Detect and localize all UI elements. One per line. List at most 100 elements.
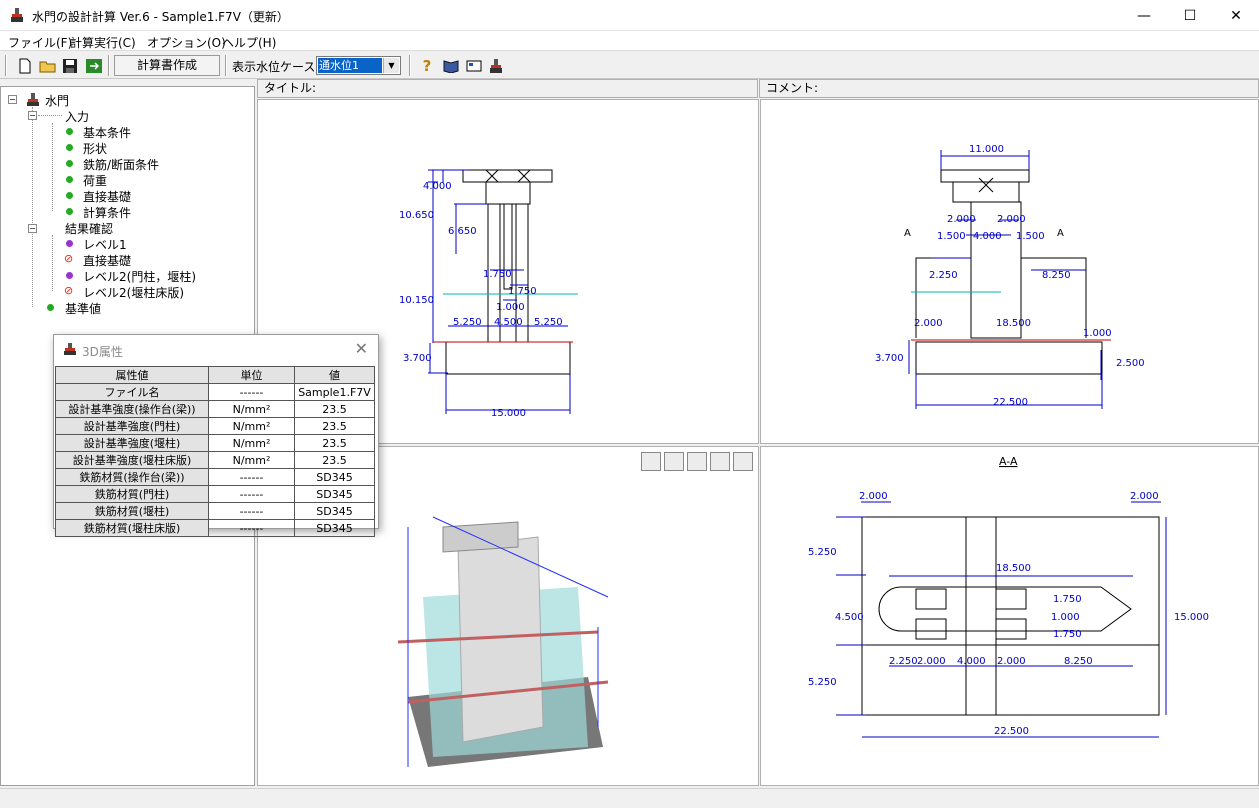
- table-row: ファイル名------Sample1.F7V: [55, 383, 375, 401]
- water-level-label: 表示水位ケース: [232, 60, 316, 74]
- dim-label: 4.000: [423, 181, 452, 192]
- tree-item-foundation[interactable]: 直接基礎: [83, 190, 132, 204]
- app-icon: [11, 8, 23, 22]
- close-button[interactable]: ✕: [1230, 7, 1242, 24]
- table-row: 鉄筋材質(堰柱床版)------SD345: [55, 519, 375, 537]
- attr-value[interactable]: SD345: [294, 468, 375, 486]
- tree-item-calc-cond[interactable]: 計算条件: [83, 206, 132, 220]
- attr-unit: ------: [208, 502, 295, 520]
- attr-value[interactable]: SD345: [294, 485, 375, 503]
- tree-input[interactable]: 入力: [65, 110, 90, 124]
- dim-label: 1.750: [508, 286, 537, 297]
- maximize-button[interactable]: ☐: [1183, 7, 1197, 24]
- dim-label: 22.500: [993, 397, 1028, 408]
- tree-item-basic[interactable]: 基本条件: [83, 126, 132, 140]
- column-header: 単位: [208, 366, 295, 384]
- manual-book-icon[interactable]: [442, 55, 460, 76]
- attr-unit: ------: [208, 383, 295, 401]
- tree-line: [38, 115, 62, 116]
- view-cube-icon[interactable]: [664, 452, 684, 471]
- attr-unit: ------: [208, 468, 295, 486]
- menu-bar: ファイル(F) 計算実行(C) オプション(O) ヘルプ(H): [0, 31, 1259, 51]
- dim-label: 2.000: [997, 214, 1026, 225]
- attr-name: 設計基準強度(門柱): [55, 417, 209, 435]
- attr-value[interactable]: 23.5: [294, 434, 375, 452]
- attribute-table: 属性値 単位 値 ファイル名------Sample1.F7V 設計基準強度(操…: [55, 366, 375, 537]
- table-row: 鉄筋材質(操作台(梁))------SD345: [55, 468, 375, 486]
- tree-item-shape[interactable]: 形状: [83, 142, 108, 156]
- version-info-icon[interactable]: [465, 55, 483, 76]
- dim-label: 8.250: [1042, 270, 1071, 281]
- water-level-select[interactable]: 通水位1 ▼: [316, 56, 401, 75]
- tree-expander[interactable]: −: [8, 95, 17, 104]
- attr-value[interactable]: Sample1.F7V: [294, 383, 375, 401]
- view-cube-icon[interactable]: [641, 452, 661, 471]
- help-icon[interactable]: ?: [422, 56, 432, 75]
- tree-standard[interactable]: 基準値: [65, 302, 102, 316]
- section-mark: A: [1057, 228, 1064, 239]
- section-mark: A: [904, 228, 911, 239]
- status-ok-icon: [66, 176, 73, 183]
- section-title: A-A: [999, 455, 1018, 468]
- attr-value[interactable]: 23.5: [294, 417, 375, 435]
- dim-label: 2.000: [859, 491, 888, 502]
- table-row: 鉄筋材質(門柱)------SD345: [55, 485, 375, 503]
- tree-item-load[interactable]: 荷重: [83, 174, 108, 188]
- tree-root[interactable]: 水門: [45, 94, 70, 108]
- view-cube-icon[interactable]: [687, 452, 707, 471]
- menu-options[interactable]: オプション(O): [147, 36, 226, 50]
- dim-label: 1.750: [1053, 594, 1082, 605]
- 3d-model-view: [397, 516, 609, 767]
- dim-label: 2.000: [914, 318, 943, 329]
- view-cube-icon[interactable]: [733, 452, 753, 471]
- 3d-attributes-dialog[interactable]: 3D属性 ✕ 属性値 単位 値 ファイル名------Sample1.F7V 設…: [53, 334, 379, 537]
- close-icon[interactable]: ✕: [354, 339, 368, 358]
- dim-label: 2.250: [889, 656, 918, 667]
- dim-label: 2.000: [947, 214, 976, 225]
- dim-label: 4.000: [957, 656, 986, 667]
- attr-name: 設計基準強度(堰柱床版): [55, 451, 209, 469]
- attr-name: 設計基準強度(操作台(梁)): [55, 400, 209, 418]
- menu-calc[interactable]: 計算実行(C): [70, 36, 136, 50]
- attr-unit: ------: [208, 519, 295, 537]
- front-elevation-drawing: 4.000 10.650 6.650 1.750 1.750 1.000 5.2…: [399, 169, 578, 419]
- save-icon[interactable]: [61, 55, 79, 76]
- chevron-down-icon[interactable]: ▼: [383, 58, 399, 73]
- menu-help[interactable]: ヘルプ(H): [222, 36, 277, 50]
- view-cube-icon[interactable]: [710, 452, 730, 471]
- new-file-icon[interactable]: [16, 55, 34, 76]
- dim-label: 10.650: [399, 210, 434, 221]
- dim-label: 2.000: [917, 656, 946, 667]
- attr-value[interactable]: 23.5: [294, 451, 375, 469]
- product-icon[interactable]: [488, 55, 504, 76]
- menu-file[interactable]: ファイル(F): [8, 36, 73, 50]
- attr-value[interactable]: SD345: [294, 502, 375, 520]
- tree-item-level2-pier[interactable]: レベル2(門柱，堰柱): [83, 270, 196, 284]
- tree-item-level2-slab[interactable]: レベル2(堰柱床版): [83, 286, 184, 300]
- dim-label: 5.250: [453, 317, 482, 328]
- sluice-gate-icon: [27, 93, 39, 106]
- tree-item-level1[interactable]: レベル1: [83, 238, 127, 252]
- attr-value[interactable]: 23.5: [294, 400, 375, 418]
- tree-results[interactable]: 結果確認: [65, 222, 114, 236]
- tree-expander[interactable]: −: [28, 111, 37, 120]
- dim-label: 3.700: [875, 353, 904, 364]
- title-bar: 水門の設計計算 Ver.6 - Sample1.F7V（更新） — ☐ ✕: [0, 0, 1259, 31]
- attr-name: 設計基準強度(堰柱): [55, 434, 209, 452]
- side-view-pane[interactable]: 11.000 2.000 2.000 1.500 4.000 1.500 A A…: [760, 99, 1259, 444]
- create-report-button[interactable]: 計算書作成: [114, 55, 220, 76]
- minimize-button[interactable]: —: [1137, 7, 1151, 24]
- open-folder-icon[interactable]: [38, 55, 58, 76]
- tree-expander[interactable]: −: [28, 224, 37, 233]
- attr-value[interactable]: SD345: [294, 519, 375, 537]
- dim-label: 22.500: [994, 726, 1029, 737]
- dim-label: 8.250: [1064, 656, 1093, 667]
- toolbar-separator: [409, 55, 411, 76]
- tree-item-direct-foundation[interactable]: 直接基礎: [83, 254, 132, 268]
- tree-item-rebar[interactable]: 鉄筋/断面条件: [83, 158, 160, 172]
- toolbar-separator: [108, 55, 110, 76]
- exit-icon[interactable]: [84, 55, 104, 76]
- section-view-pane[interactable]: A-A 2.000 2.000 5.250 18.500 1.750 4.500…: [760, 446, 1259, 786]
